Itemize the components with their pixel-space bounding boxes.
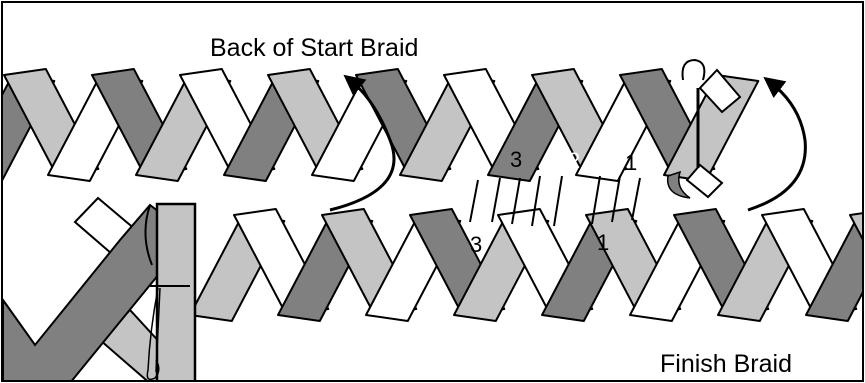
rotate-arrow-left xyxy=(329,74,396,212)
stitch-line xyxy=(591,175,601,225)
finish-braid-strand-segment xyxy=(849,212,862,241)
stitch-line xyxy=(491,177,501,223)
finish-braid xyxy=(189,208,862,322)
top-strand-number-1: 1 xyxy=(625,150,637,175)
top-strand-number-3: 3 xyxy=(510,147,522,172)
stitch-line xyxy=(631,177,641,221)
stitch-line xyxy=(553,175,563,227)
bottom-strand-number-3: 3 xyxy=(470,232,482,257)
top-strand-number-2: 2 xyxy=(568,148,580,173)
stitch-line xyxy=(511,177,521,225)
rotate-arrow-right xyxy=(747,76,807,212)
joining-stitches xyxy=(469,175,641,227)
stitch-line xyxy=(611,175,621,223)
bottom-strand-number-2: 2 xyxy=(537,232,549,257)
stitch-line xyxy=(531,175,541,227)
start-braid-label: Back of Start Braid xyxy=(210,34,418,62)
finish-braid-strand-segment xyxy=(805,214,862,322)
finish-braid-label: Finish Braid xyxy=(660,350,792,378)
braid-clamp xyxy=(144,202,197,380)
needle-pin xyxy=(666,58,742,199)
stitch-line xyxy=(469,179,479,223)
bottom-strand-number-1: 1 xyxy=(597,230,609,255)
start-braid xyxy=(3,68,760,182)
